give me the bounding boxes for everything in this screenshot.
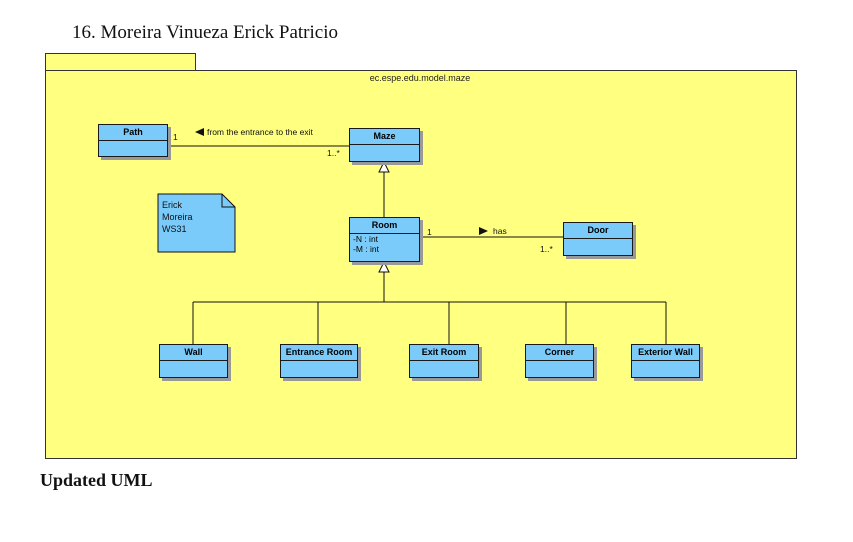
generalization-arrowhead-maze: [378, 160, 390, 173]
door-multiplicity: 1..*: [540, 244, 553, 254]
class-path[interactable]: Path: [98, 124, 168, 157]
direction-right-icon: [479, 227, 488, 235]
path-maze-label-text: from the entrance to the exit: [207, 127, 313, 137]
class-door[interactable]: Door: [563, 222, 633, 256]
class-wall-name: Wall: [160, 345, 227, 361]
package-frame: [45, 70, 797, 459]
package-tab: [45, 53, 196, 71]
class-room[interactable]: Room -N : int -M : int: [349, 217, 420, 262]
note-line-1: Erick: [162, 200, 182, 210]
room-attribute-n: -N : int: [353, 234, 379, 244]
class-door-name: Door: [564, 223, 632, 239]
figure-caption: Updated UML: [40, 470, 153, 490]
path-maze-label: from the entrance to the exit: [195, 127, 313, 137]
class-exterior-wall[interactable]: Exterior Wall: [631, 344, 700, 378]
path-multiplicity: 1: [173, 132, 178, 142]
note-fold: [221, 194, 235, 208]
class-exit-room-name: Exit Room: [410, 345, 478, 361]
class-entrance-room-name: Entrance Room: [281, 345, 357, 361]
generalization-arrowhead-room: [378, 260, 390, 273]
class-corner-name: Corner: [526, 345, 593, 361]
room-multiplicity: 1: [427, 227, 432, 237]
maze-multiplicity: 1..*: [327, 148, 340, 158]
package-name: ec.espe.edu.model.maze: [369, 73, 471, 83]
class-wall[interactable]: Wall: [159, 344, 228, 378]
class-path-name: Path: [99, 125, 167, 141]
note-line-2: Moreira: [162, 212, 193, 222]
class-entrance-room[interactable]: Entrance Room: [280, 344, 358, 378]
note-line-3: WS31: [162, 224, 187, 234]
room-door-label: has: [479, 226, 507, 236]
note[interactable]: Erick Moreira WS31: [158, 194, 235, 252]
class-maze-name: Maze: [350, 129, 419, 145]
direction-left-icon: [195, 128, 204, 136]
class-corner[interactable]: Corner: [525, 344, 594, 378]
class-room-name: Room: [350, 218, 419, 234]
class-exit-room[interactable]: Exit Room: [409, 344, 479, 378]
class-maze[interactable]: Maze: [349, 128, 420, 162]
document-heading: 16. Moreira Vinueza Erick Patricio: [72, 22, 338, 43]
class-exterior-wall-name: Exterior Wall: [632, 345, 699, 361]
note-shape: [157, 193, 236, 253]
room-attribute-m: -M : int: [353, 244, 379, 254]
room-door-label-text: has: [493, 226, 507, 236]
